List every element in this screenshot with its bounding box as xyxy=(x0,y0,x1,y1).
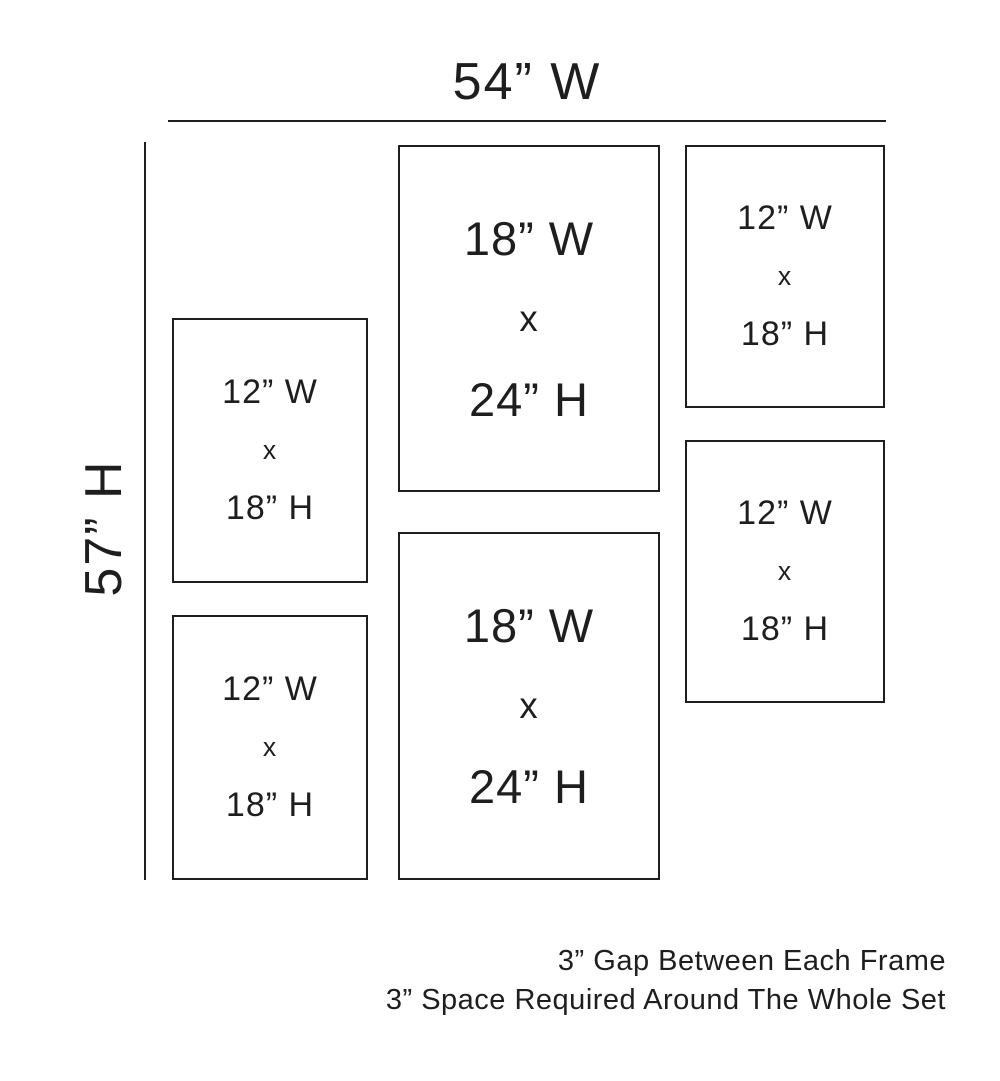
frame-18x24-bottom: 18” W x 24” H xyxy=(398,532,660,880)
frame-x-separator: x xyxy=(519,297,539,339)
frame-x-separator: x xyxy=(262,435,278,465)
frame-height-label: 18” H xyxy=(740,315,830,353)
frame-height-label: 18” H xyxy=(740,610,830,648)
surround-space-note: 3” Space Required Around The Whole Set xyxy=(385,984,946,1016)
frame-width-label: 12” W xyxy=(737,494,833,532)
height-dimension-line xyxy=(144,142,146,880)
frame-x-separator: x xyxy=(777,261,793,291)
frame-12x18-left-bottom: 12” W x 18” H xyxy=(172,615,368,880)
frame-height-label: 18” H xyxy=(225,786,315,824)
frame-width-label: 18” W xyxy=(463,599,595,652)
frame-x-separator: x xyxy=(519,685,539,726)
frame-12x18-right-bottom: 12” W x 18” H xyxy=(685,440,885,703)
frame-width-label: 12” W xyxy=(222,670,318,708)
frame-height-label: 24” H xyxy=(469,760,589,813)
frame-width-label: 18” W xyxy=(463,211,595,265)
frame-height-label: 24” H xyxy=(469,372,589,426)
total-width-label: 54” W xyxy=(452,53,602,111)
frame-width-label: 12” W xyxy=(737,199,833,237)
frame-width-label: 12” W xyxy=(222,373,318,411)
total-height-label: 57” H xyxy=(75,459,133,597)
frame-12x18-right-top: 12” W x 18” H xyxy=(685,145,885,408)
frame-height-label: 18” H xyxy=(225,489,315,527)
frame-12x18-left-top: 12” W x 18” H xyxy=(172,318,368,583)
spacing-notes: 3” Gap Between Each Frame 3” Space Requi… xyxy=(386,942,946,1020)
gap-note: 3” Gap Between Each Frame xyxy=(557,945,946,977)
frame-18x24-top: 18” W x 24” H xyxy=(398,145,660,492)
frame-x-separator: x xyxy=(777,556,793,586)
frame-x-separator: x xyxy=(262,732,278,762)
width-dimension-line xyxy=(168,120,886,122)
